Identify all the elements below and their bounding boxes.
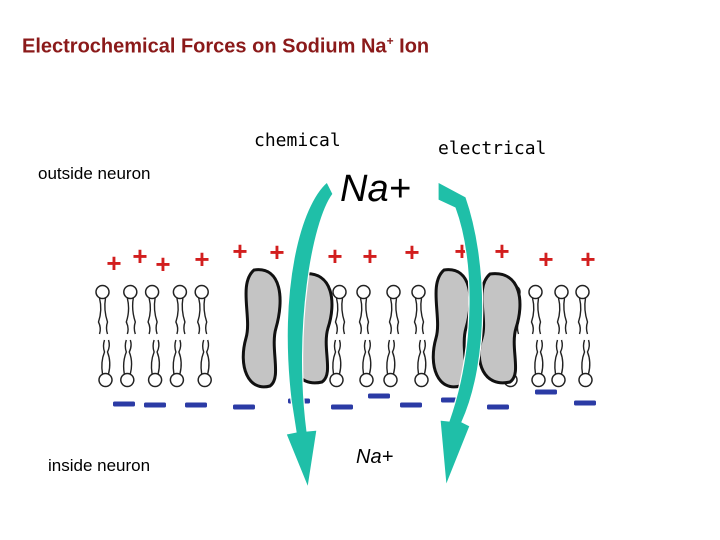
electrical-force-arrow [437, 180, 484, 487]
positive-charge: + [132, 241, 147, 271]
positive-charge: + [106, 248, 121, 278]
channel-protein [477, 272, 522, 385]
phospholipid [356, 284, 374, 388]
positive-charge: + [404, 237, 419, 267]
outside-neuron-label: outside neuron [38, 164, 151, 183]
positive-charge: + [269, 237, 284, 267]
page-title: Electrochemical Forces on Sodium Na+ Ion [22, 34, 430, 58]
negative-charge [368, 393, 390, 399]
phospholipid [411, 284, 429, 388]
negative-charge [535, 389, 557, 395]
sodium-ion-inside-label: Na+ [356, 446, 394, 468]
positive-charge: + [155, 249, 170, 279]
chemical-label: chemical [254, 130, 341, 151]
negative-charge [400, 402, 422, 408]
positive-charge: + [362, 241, 377, 271]
positive-charge: + [580, 244, 595, 274]
sodium-ion-outside-label: Na+ [340, 168, 411, 210]
negative-charge [144, 402, 166, 408]
negative-charge [574, 400, 596, 406]
negative-charge [233, 404, 255, 410]
lipid-bilayer [95, 284, 593, 388]
electrical-label: electrical [438, 138, 547, 159]
negative-charge [331, 404, 353, 410]
positive-charge: + [538, 244, 553, 274]
phospholipid [575, 284, 593, 388]
phospholipid [329, 284, 347, 388]
force-arrows [285, 180, 484, 491]
phospholipid [383, 284, 401, 388]
phospholipid [120, 284, 138, 388]
positive-charge: + [194, 244, 209, 274]
phospholipid [95, 284, 113, 388]
phospholipid [194, 284, 212, 388]
negative-charges [113, 389, 596, 410]
phospholipid [551, 284, 569, 388]
phospholipid [169, 284, 188, 388]
negative-charge [487, 404, 509, 410]
negative-charge [113, 401, 135, 407]
channel-protein [241, 268, 282, 389]
chemical-force-arrow [285, 181, 334, 491]
positive-charges: +++++++++++++ [106, 236, 595, 279]
phospholipid [144, 284, 163, 388]
positive-charge: + [494, 236, 509, 266]
phospholipid [528, 284, 546, 388]
positive-charge: + [232, 236, 247, 266]
negative-charge [185, 402, 207, 408]
inside-neuron-label: inside neuron [48, 456, 151, 475]
positive-charge: + [327, 241, 342, 271]
ion-channels [241, 268, 522, 389]
